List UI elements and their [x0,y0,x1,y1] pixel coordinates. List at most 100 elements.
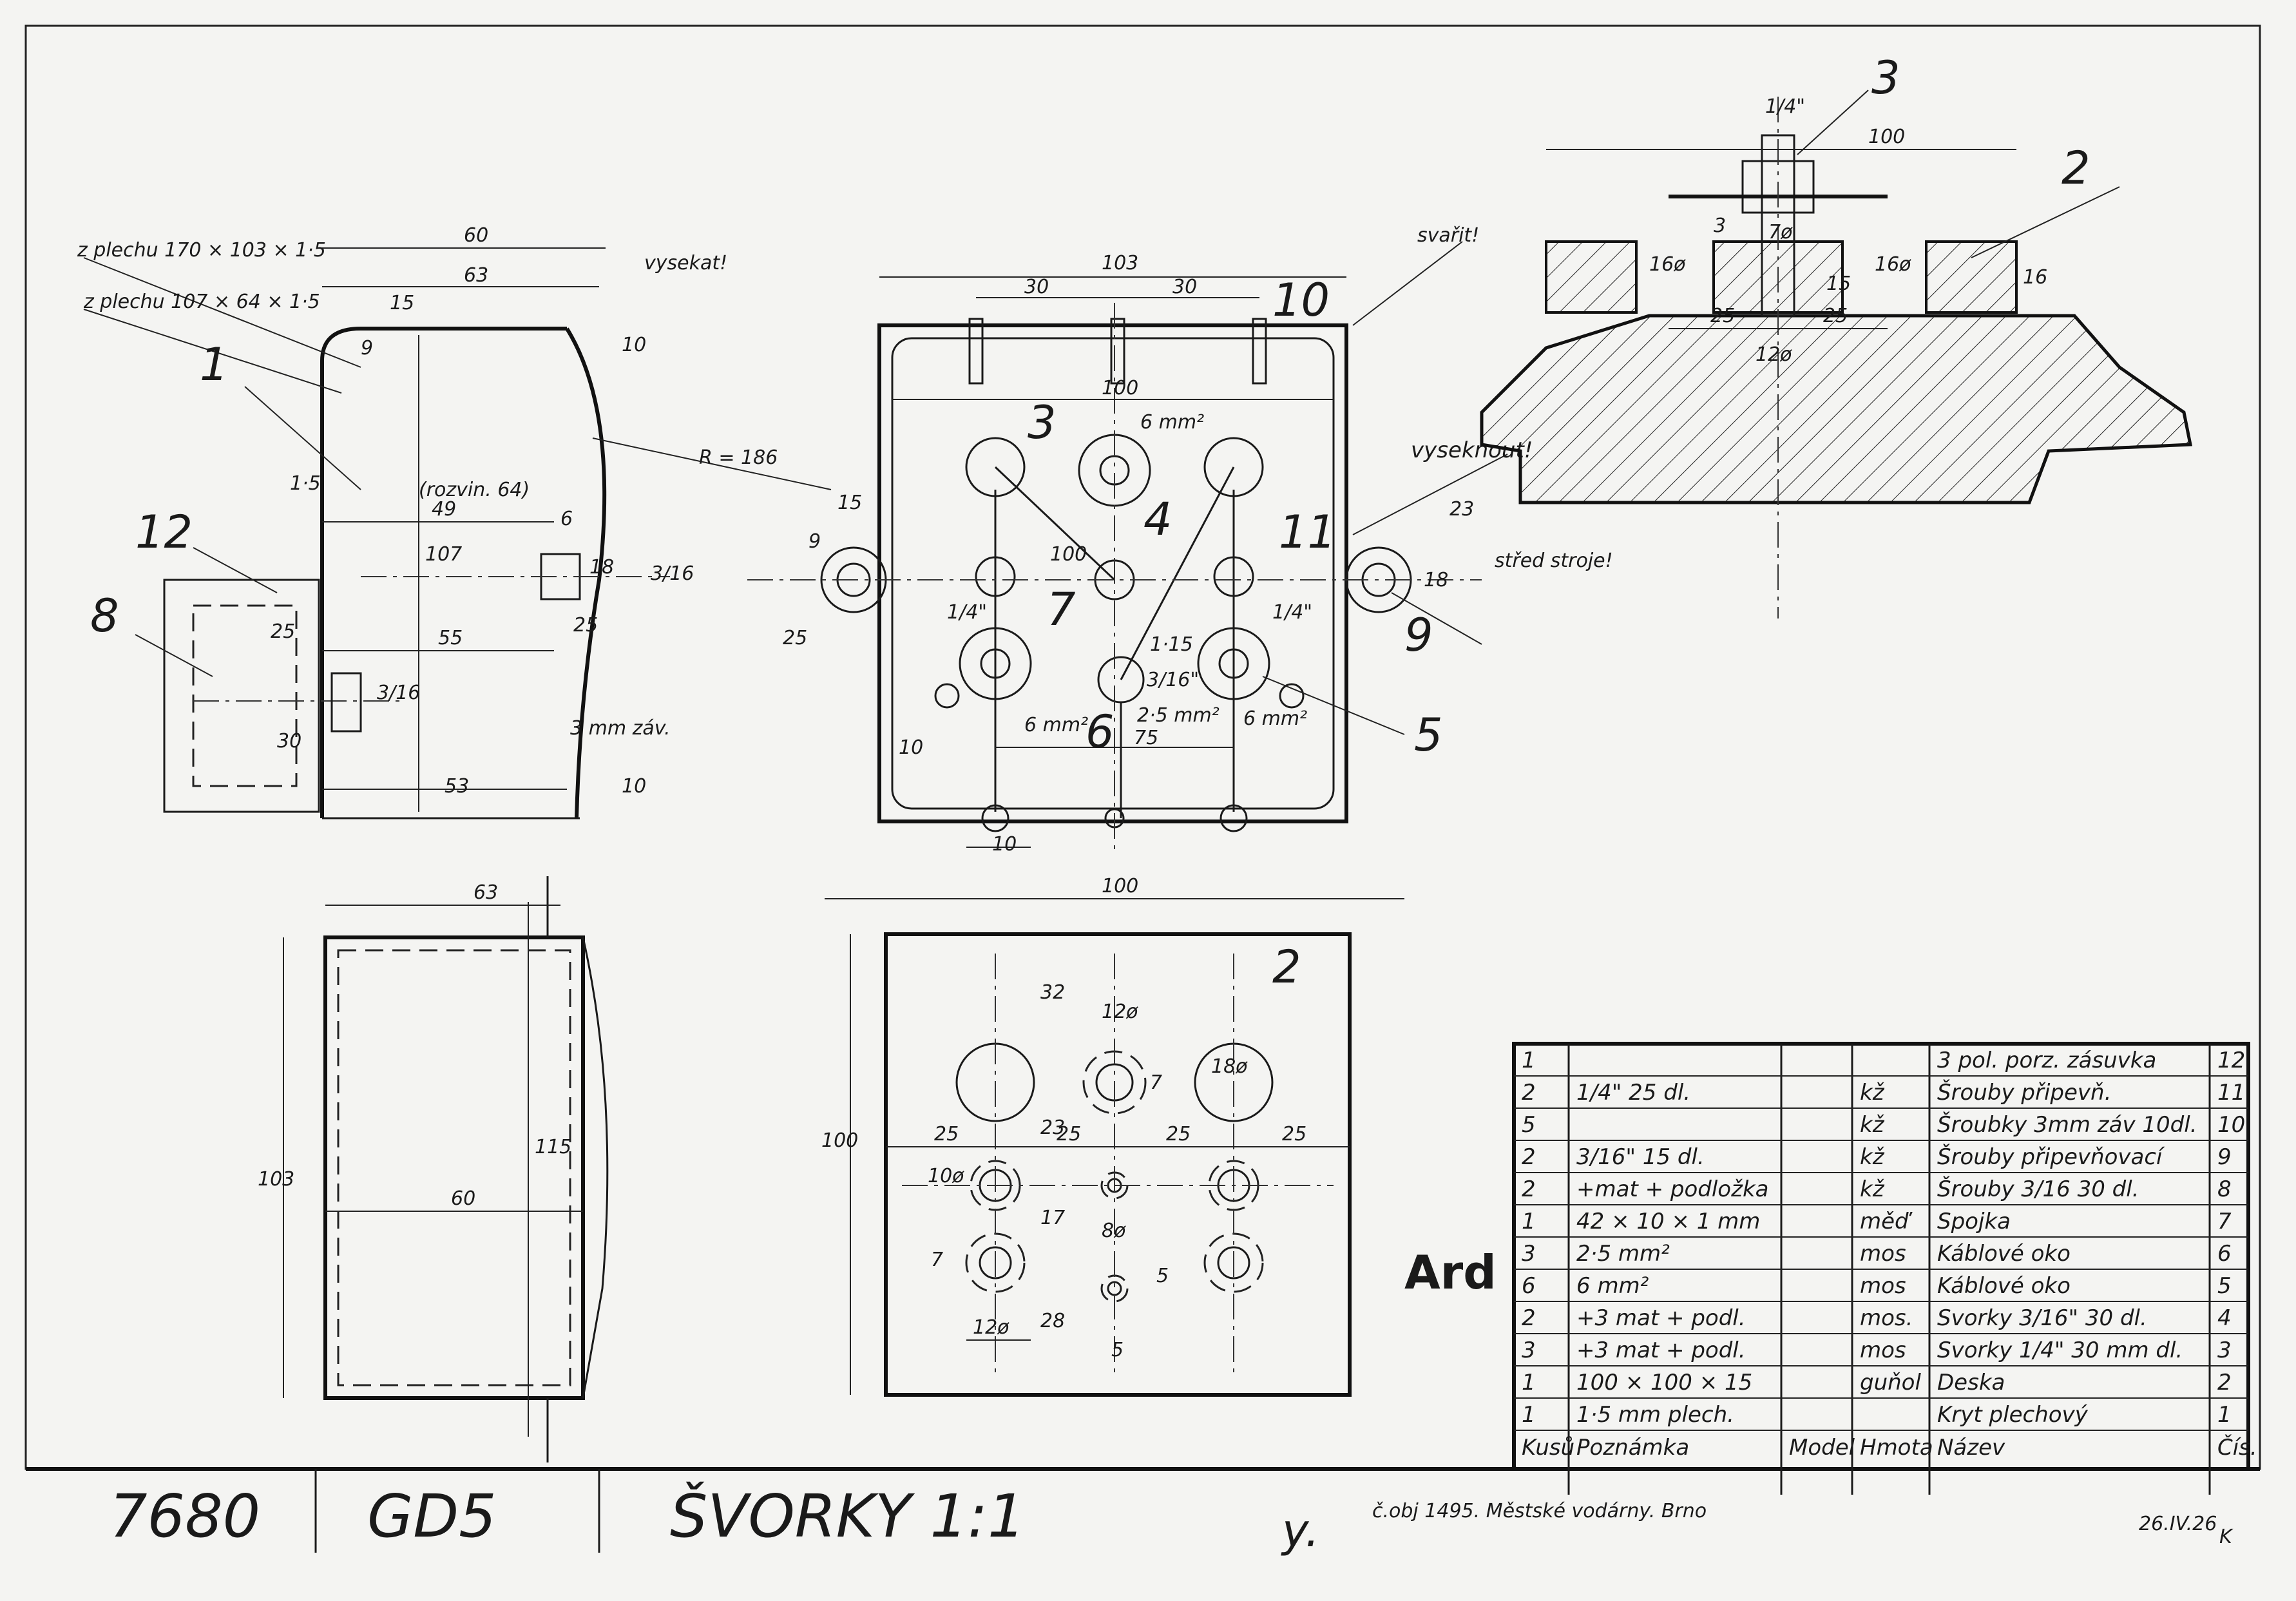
dim-6mm-b: 6 mm² [1024,714,1088,736]
section-dim-25b: 25 [1823,305,1848,327]
parts-table-cell-note: 1·5 mm plech. [1576,1402,1734,1428]
cover-dim-60: 60 [451,1187,475,1210]
parts-table-cell-no: 8 [2217,1176,2232,1202]
leader-part-12 [193,547,278,593]
parts-table-cell-name: Kryt plechový [1937,1402,2089,1428]
dim-3-16a: 3/16 [651,562,694,585]
plate-dim-25d: 25 [1282,1123,1306,1146]
dim-100a: 100 [1102,377,1138,399]
parts-table-cell-no: 5 [2217,1273,2232,1299]
leader-part-2-section [1971,186,2120,258]
plate-dim-18o: 18ø [1211,1055,1248,1078]
small-hole-right [1279,683,1305,709]
parts-table-cell-note: 6 mm² [1576,1273,1649,1299]
small-hole-left [934,683,960,709]
parts-table-cell-qty: 1 [1522,1402,1536,1428]
dim-103: 103 [1102,252,1138,274]
dim-53: 53 [445,775,469,798]
plate-dim-10o: 10ø [928,1165,964,1187]
leader-radius [592,437,832,490]
plate-dim-7-top: 7 [1150,1071,1162,1094]
signature-initial: y. [1281,1504,1319,1557]
parts-table-cell-name: Deska [1937,1370,2005,1395]
section-dim-quarter: 1/4" [1765,95,1805,118]
dim-18: 18 [1424,569,1448,591]
dim-6mm-a: 6 mm² [1140,411,1204,434]
note-radius: R = 186 [699,446,778,469]
part-label-9: 9 [1404,609,1433,662]
date-initial: K [2219,1526,2234,1548]
cover-view: 63 103 115 60 [258,876,609,1462]
leader-part-3-section [1797,90,1869,155]
cover-dim-63: 63 [474,881,498,904]
note-stred-stroje: střed stroje! [1495,550,1613,572]
parts-table-cell-no: 6 [2217,1241,2232,1267]
dim-18: 18 [589,556,614,579]
section-view: 1/4" 100 3 16 16ø 16ø 7ø 25 25 12ø 15 3 … [1480,52,2193,618]
plate-dim-25a: 25 [934,1123,959,1146]
dim-quarter-a: 1/4" [947,601,987,624]
parts-table-cell-no: 11 [2217,1080,2245,1106]
order-reference: č.obj 1495. Městské vodárny. Brno [1372,1500,1707,1522]
plate-dim-100-left: 100 [821,1129,858,1152]
dim-6: 6 [560,508,573,530]
part-label-3: 3 [1028,396,1057,449]
drawing-code: GD5 [367,1482,497,1551]
parts-table-cell-material: kž [1860,1144,1885,1170]
part-label-11: 11 [1279,506,1336,559]
connector-diag-1 [994,466,1116,581]
leader-note-b [83,309,342,394]
part-label-8: 8 [90,590,119,642]
plate-hole-row3-right-inner [1217,1246,1250,1280]
parts-table-cell-no: 12 [2217,1048,2245,1073]
note-rozvin: (rozvin. 64) [419,479,530,501]
dim-10a: 10 [622,334,646,356]
parts-table-cell-name: Svorky 3/16" 30 dl. [1937,1305,2147,1331]
section-dim-25a: 25 [1710,305,1735,327]
parts-table-cell-qty: 6 [1522,1273,1536,1299]
side-view: z plechu 170 × 103 × 1·5 z plechu 107 × … [77,224,832,820]
plate-label-2: 2 [1272,941,1301,993]
plate-section-left [1545,240,1638,314]
parts-table-cell-note: 1/4" 25 dl. [1576,1080,1690,1106]
leader-part-1 [244,386,361,490]
top-screw-3 [1252,318,1267,385]
dim-10a: 10 [992,833,1017,856]
leader-note-a [83,257,361,368]
parts-table-header-4: Název [1937,1435,2005,1461]
cover-curve [565,327,607,819]
parts-table-cell-material: mos [1860,1337,1906,1363]
section-dim-3: 3 [1714,215,1726,237]
plate-dim-28: 28 [1040,1310,1065,1332]
parts-table-cell-no: 4 [2217,1305,2232,1331]
parts-table-cell-qty: 5 [1522,1112,1536,1138]
parts-table-cell-material: mos [1860,1273,1906,1299]
section-dim-16o-b: 16ø [1875,253,1911,276]
drawing-title: ŠVORKY 1:1 [670,1481,1026,1551]
parts-table-cell-no: 1 [2217,1402,2232,1428]
parts-table-header-3: Hmota [1860,1435,1933,1461]
plate-dim-23: 23 [1040,1117,1065,1139]
dim-75: 75 [1134,727,1158,749]
drawing-number: 7680 [110,1482,260,1551]
socket-block [163,579,320,813]
parts-table-cell-note: +mat + podložka [1576,1176,1768,1202]
cover-inner-dashed [337,949,571,1386]
leader-part-8 [135,634,213,677]
note-sheet-a: z plechu 170 × 103 × 1·5 [77,239,326,262]
parts-table-cell-qty: 2 [1522,1176,1536,1202]
plate-dim-8o: 8ø [1102,1220,1126,1242]
parts-table-cell-no: 7 [2217,1209,2232,1234]
parts-table-cell-name: 3 pol. porz. zásuvka [1937,1048,2156,1073]
cover-profile [320,327,567,818]
dim-1-15: 1·15 [1150,633,1193,656]
parts-table-cell-qty: 1 [1522,1370,1536,1395]
dim-quarter-b: 1/4" [1272,601,1312,624]
dim-15: 15 [390,292,414,314]
plate-dim-25c: 25 [1166,1123,1191,1146]
note-svarit: svařit! [1417,224,1479,247]
dim-63: 63 [464,264,488,287]
parts-table-cell-no: 3 [2217,1337,2232,1363]
cover-dim-103: 103 [258,1168,294,1191]
parts-table-cell-no: 2 [2217,1370,2232,1395]
